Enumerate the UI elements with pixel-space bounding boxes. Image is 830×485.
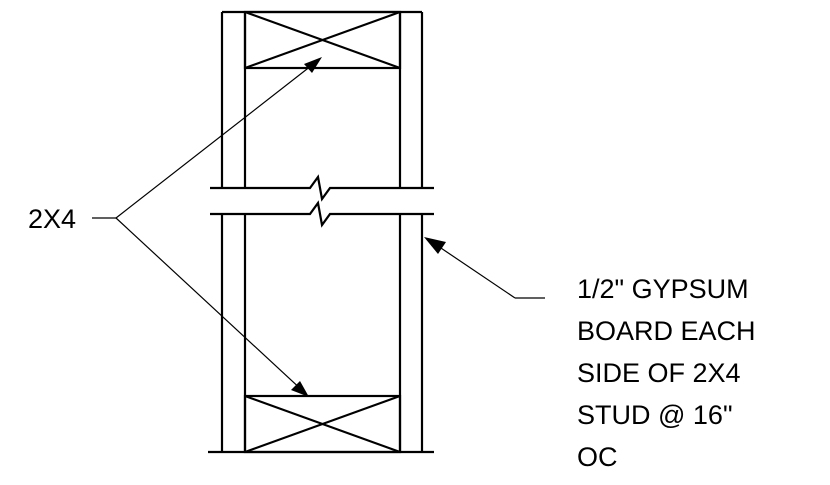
stud-leader-to-bottom-plate [115,217,305,393]
break-lines [210,174,434,228]
note-line-2: BOARD EACH [577,316,756,346]
arrowhead-gypsum-icon [424,237,446,254]
stud-leader [92,57,322,397]
stud-callout-label: 2X4 [28,204,76,234]
gypsum-leader [424,237,545,299]
bottom-plate-cross-b [244,394,401,454]
top-plate-cross-b [244,10,401,70]
note-line-5: OC [577,442,618,472]
stud-leader-to-top-plate [115,61,317,219]
lower-break-line [210,200,434,228]
note-line-3: SIDE OF 2X4 [577,358,741,388]
arrowhead-bottom-plate-icon [291,381,309,397]
upper-wall-segment [220,10,424,188]
upper-break-line [210,174,434,202]
arrowhead-top-plate-icon [304,57,322,73]
note-line-1: 1/2" GYPSUM [577,274,749,304]
note-line-4: STUD @ 16" [577,400,733,430]
lower-wall-segment [208,214,434,454]
gypsum-leader-line [431,241,516,299]
